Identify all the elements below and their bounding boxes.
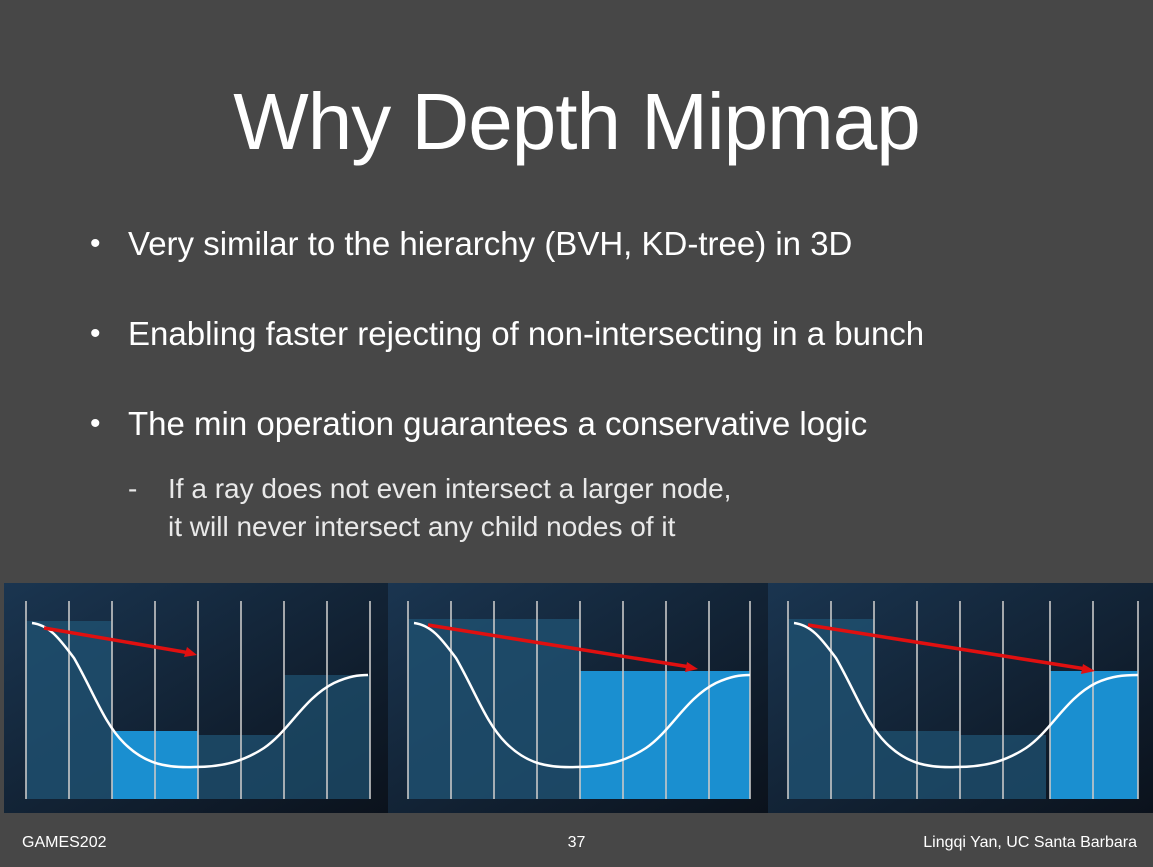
bullet-text: Very similar to the hierarchy (BVH, KD-t… (128, 225, 853, 262)
ray (427, 623, 691, 669)
sub-bullet-line: it will never intersect any child nodes … (168, 511, 676, 542)
bullet-item: • The min operation guarantees a conserv… (88, 404, 1128, 444)
bullet-list: • Very similar to the hierarchy (BVH, KD… (88, 224, 1128, 494)
bullet-item: • Enabling faster rejecting of non-inter… (88, 314, 1128, 354)
bullet-marker: • (90, 317, 101, 350)
depth-curve (793, 621, 1139, 769)
bullet-item: • Very similar to the hierarchy (BVH, KD… (88, 224, 1128, 264)
footer-course: GAMES202 (22, 834, 107, 851)
ray (43, 626, 191, 655)
figure-strip (4, 583, 1153, 813)
sub-bullet-line: If a ray does not even intersect a large… (168, 473, 732, 504)
ray-arrowhead (1081, 664, 1095, 674)
bullet-marker: • (90, 227, 101, 260)
grid-lines (25, 601, 371, 799)
depth-curve (413, 621, 751, 769)
depth-mipmap-figure-3 (768, 583, 1153, 813)
grid-lines (787, 601, 1139, 799)
sub-bullet: - If a ray does not even intersect a lar… (128, 470, 731, 546)
bullet-marker: • (90, 407, 101, 440)
slide-title: Why Depth Mipmap (233, 77, 920, 166)
ray-arrowhead (685, 662, 698, 672)
depth-curve (31, 621, 369, 769)
ray (807, 623, 1087, 671)
sub-bullet-marker: - (128, 473, 138, 504)
depth-mipmap-figure-1 (4, 583, 388, 813)
footer-author: Lingqi Yan, UC Santa Barbara (923, 834, 1137, 851)
ray-arrowhead (184, 647, 197, 657)
depth-mipmap-figure-2 (388, 583, 768, 813)
bullet-text: Enabling faster rejecting of non-interse… (128, 315, 925, 352)
page-number: 37 (567, 834, 586, 851)
bullet-text: The min operation guarantees a conservat… (128, 405, 868, 442)
